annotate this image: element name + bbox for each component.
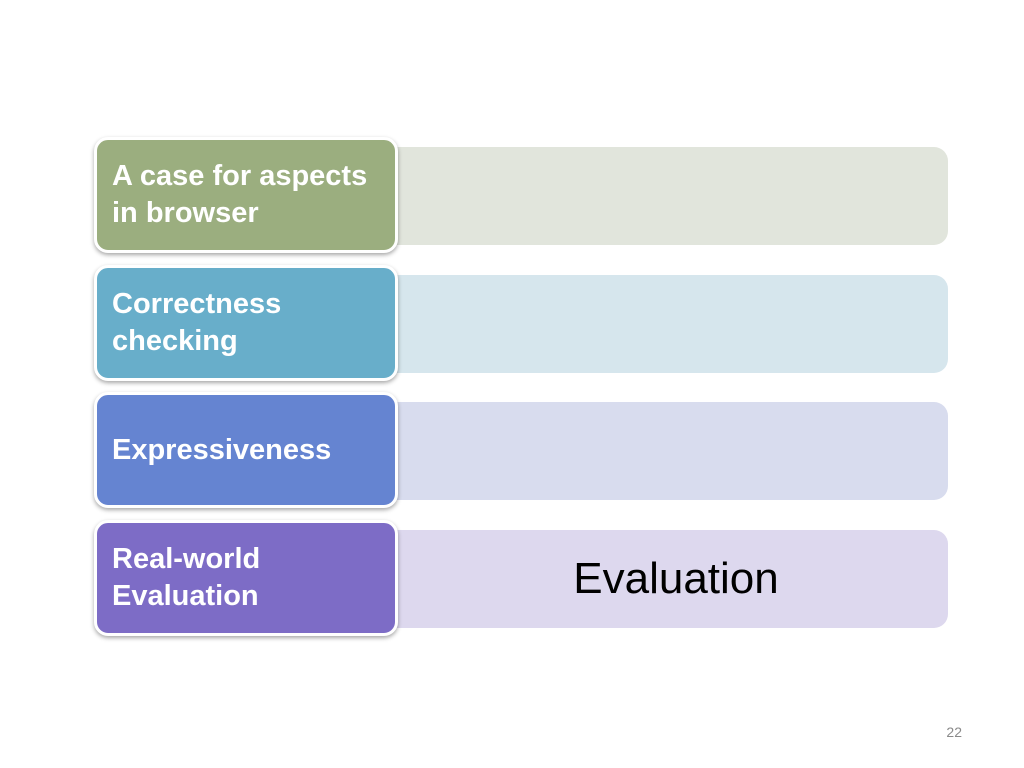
row-bar: Evaluation [344,530,948,628]
row-evaluation: Evaluation Real-world Evaluation [94,520,950,640]
bar-text [344,402,948,500]
row-label: A case for aspects in browser [112,160,368,229]
row-bar [344,147,948,245]
row-label: Correctness checking [112,288,282,357]
row-label: Real-world Evaluation [112,543,261,612]
bar-text: Evaluation [573,554,779,603]
row-label-box: Real-world Evaluation [94,520,398,636]
bar-text [344,147,948,245]
row-label-box: A case for aspects in browser [94,137,398,253]
bar-text [344,275,948,373]
row-bar [344,402,948,500]
row-label-box: Correctness checking [94,265,398,381]
row-correctness: Correctness checking [94,265,950,385]
row-expressiveness: Expressiveness [94,392,950,512]
row-bar [344,275,948,373]
page-number: 22 [946,724,962,740]
row-aspects: A case for aspects in browser [94,137,950,257]
row-label: Expressiveness [112,433,332,466]
row-label-box: Expressiveness [94,392,398,508]
